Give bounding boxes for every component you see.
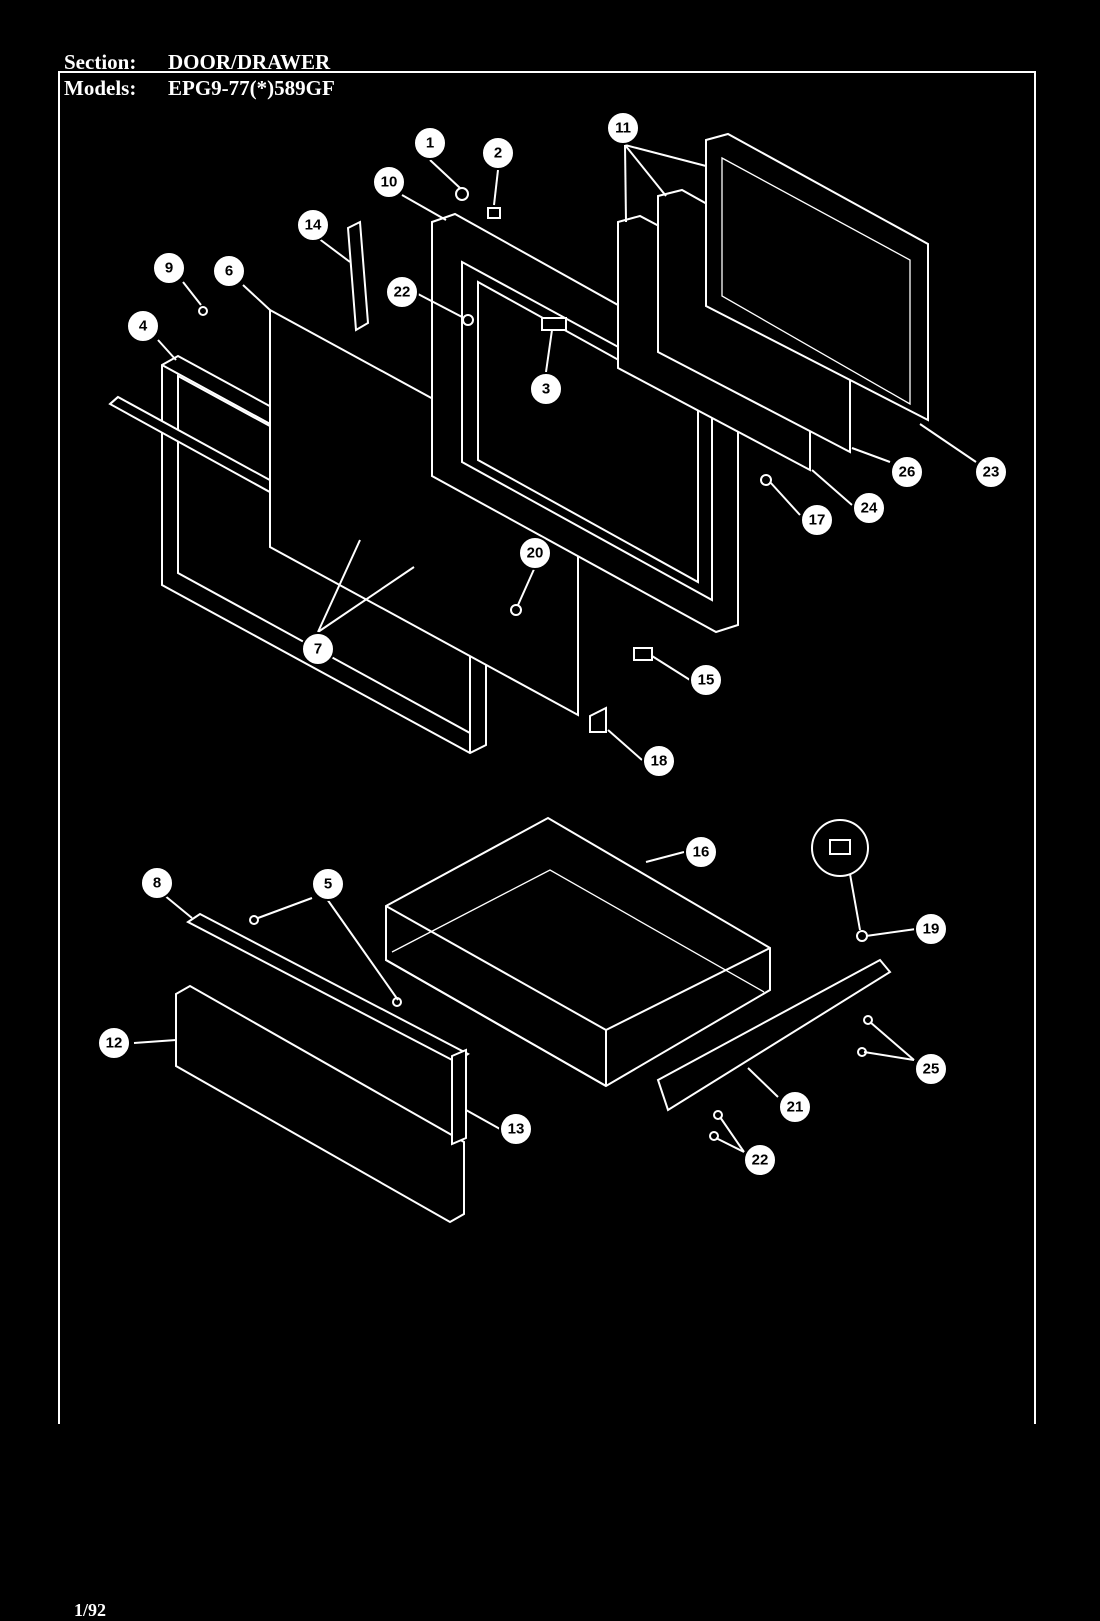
screw-1 xyxy=(455,187,469,201)
screw-9 xyxy=(198,306,208,316)
svg-text:26: 26 xyxy=(899,464,916,481)
svg-text:6: 6 xyxy=(225,263,233,280)
drawer-box xyxy=(385,816,771,1088)
drawer-slide-rail xyxy=(656,958,892,1112)
clip-19-detail xyxy=(829,839,851,855)
callout-17: 17 xyxy=(800,503,834,537)
callout-22-door: 22 xyxy=(385,275,419,309)
callout-3: 3 xyxy=(529,372,563,406)
section-header: Section: DOOR/DRAWER xyxy=(64,50,330,75)
bracket-18 xyxy=(589,706,607,733)
callout-9: 9 xyxy=(152,251,186,285)
section-value: DOOR/DRAWER xyxy=(168,50,331,74)
svg-text:24: 24 xyxy=(861,500,878,517)
screw-5a xyxy=(249,915,259,925)
svg-text:23: 23 xyxy=(983,464,1000,481)
back-door-panel xyxy=(705,132,929,422)
callout-14: 14 xyxy=(296,208,330,242)
callout-22-drawer: 22 xyxy=(743,1143,777,1177)
screw-17 xyxy=(760,474,772,486)
svg-text:5: 5 xyxy=(324,876,332,893)
leader-lines xyxy=(133,144,977,1153)
callout-6: 6 xyxy=(212,254,246,288)
clip-2 xyxy=(487,207,501,219)
svg-text:1: 1 xyxy=(426,135,434,152)
callout-26: 26 xyxy=(890,455,924,489)
svg-text:15: 15 xyxy=(698,672,715,689)
svg-text:12: 12 xyxy=(106,1035,123,1052)
hinge-3 xyxy=(541,317,567,331)
callout-1: 1 xyxy=(413,126,447,160)
spacer-15 xyxy=(633,647,653,661)
svg-text:10: 10 xyxy=(381,174,398,191)
svg-text:8: 8 xyxy=(153,875,161,892)
screw-22-door xyxy=(462,314,474,326)
svg-text:4: 4 xyxy=(139,318,148,335)
callout-23: 23 xyxy=(974,455,1008,489)
side-strip xyxy=(346,220,370,332)
exploded-parts-diagram: 1 2 3 4 5 6 7 8 9 10 11 12 13 14 15 16 1… xyxy=(58,71,1036,1424)
svg-text:18: 18 xyxy=(651,753,668,770)
models-label: Models: xyxy=(64,76,137,100)
callout-8: 8 xyxy=(140,866,174,900)
page-frame xyxy=(58,71,1036,1424)
callout-7: 7 xyxy=(301,632,335,666)
svg-text:13: 13 xyxy=(508,1121,525,1138)
callout-11: 11 xyxy=(606,111,640,145)
callout-19: 19 xyxy=(914,912,948,946)
inner-door-liner xyxy=(431,212,739,634)
svg-text:19: 19 xyxy=(923,921,940,938)
svg-text:2: 2 xyxy=(494,145,502,162)
callout-15: 15 xyxy=(689,663,723,697)
drawer-top-trim xyxy=(186,912,470,1064)
drawer-end-cap xyxy=(451,1048,467,1146)
back-door-panel-inner xyxy=(721,156,911,406)
svg-text:14: 14 xyxy=(305,217,322,234)
section-label: Section: xyxy=(64,50,137,74)
callout-25: 25 xyxy=(914,1052,948,1086)
callout-10: 10 xyxy=(372,165,406,199)
svg-text:17: 17 xyxy=(809,512,826,529)
callout-12: 12 xyxy=(97,1026,131,1060)
clip-19 xyxy=(856,930,868,942)
callout-5: 5 xyxy=(311,867,345,901)
callout-2: 2 xyxy=(481,136,515,170)
callout-18: 18 xyxy=(642,744,676,778)
callout-24: 24 xyxy=(852,491,886,525)
svg-text:9: 9 xyxy=(165,260,173,277)
svg-text:22: 22 xyxy=(394,284,411,301)
svg-text:7: 7 xyxy=(314,641,322,658)
callout-13: 13 xyxy=(499,1112,533,1146)
callout-4: 4 xyxy=(126,309,160,343)
svg-text:25: 25 xyxy=(923,1061,940,1078)
models-header: Models: EPG9-77(*)589GF xyxy=(64,76,335,101)
svg-text:20: 20 xyxy=(527,545,544,562)
svg-text:11: 11 xyxy=(615,120,631,137)
svg-text:16: 16 xyxy=(693,844,710,861)
svg-text:21: 21 xyxy=(787,1099,804,1116)
callout-16: 16 xyxy=(684,835,718,869)
revision-date: 1/92 xyxy=(74,1600,107,1620)
callout-21: 21 xyxy=(778,1090,812,1124)
models-value: EPG9-77(*)589GF xyxy=(168,76,335,100)
drawer-front xyxy=(175,984,465,1224)
callout-20: 20 xyxy=(518,536,552,570)
svg-text:3: 3 xyxy=(542,381,550,398)
svg-text:22: 22 xyxy=(752,1152,769,1169)
screw-20 xyxy=(510,604,522,616)
